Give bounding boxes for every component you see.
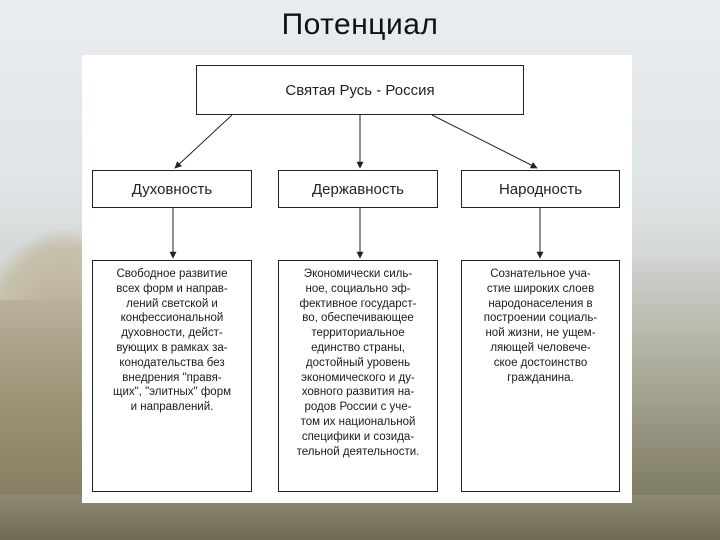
branch-nationhood-label: Народность <box>498 180 583 198</box>
branch-statehood: Державность <box>278 170 438 208</box>
arrow-root-to-right <box>431 114 538 169</box>
branch-spirituality: Духовность <box>92 170 252 208</box>
background-ruins <box>625 260 720 540</box>
diagram-connectors <box>169 114 544 259</box>
description-statehood: Экономически силь- ное, социально эф- фе… <box>278 260 438 492</box>
root-node-label: Святая Русь - Россия <box>285 81 435 99</box>
page-title: Потенциал <box>281 8 439 41</box>
branch-statehood-label: Державность <box>312 180 404 198</box>
arrow-root-to-left <box>174 114 233 169</box>
branch-spirituality-label: Духовность <box>131 180 213 198</box>
branch-nationhood: Народность <box>461 170 620 208</box>
root-node: Святая Русь - Россия <box>196 65 524 115</box>
description-nationhood: Сознательное уча- стие широких слоев нар… <box>461 260 620 492</box>
description-spirituality: Свободное развитие всех форм и направ- л… <box>92 260 252 492</box>
diagram-panel: Святая Русь - Россия Духовность Державно… <box>82 55 632 503</box>
